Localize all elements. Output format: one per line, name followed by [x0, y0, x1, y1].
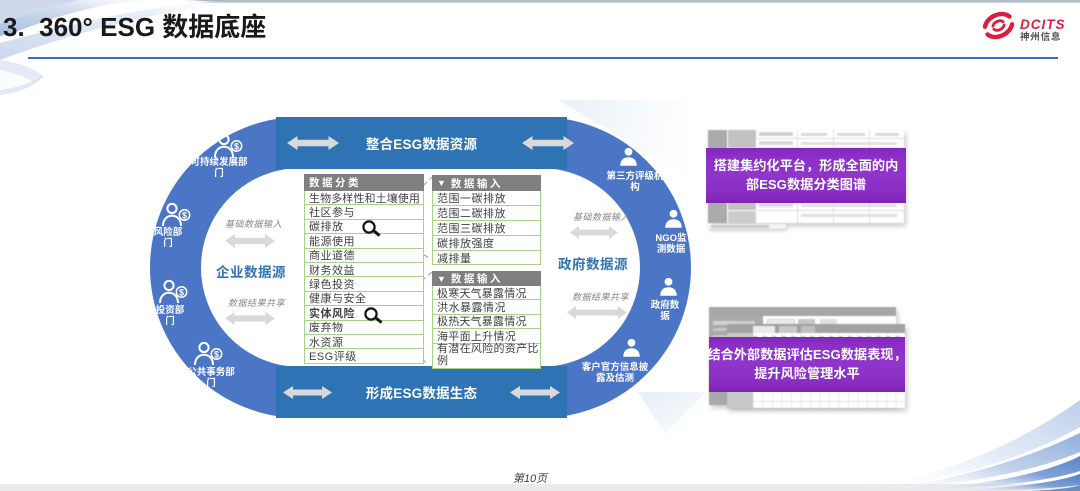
- svg-text:$: $: [179, 287, 184, 297]
- svg-text:$: $: [234, 141, 239, 151]
- svg-text:$: $: [214, 349, 219, 359]
- svg-text:$: $: [182, 210, 187, 220]
